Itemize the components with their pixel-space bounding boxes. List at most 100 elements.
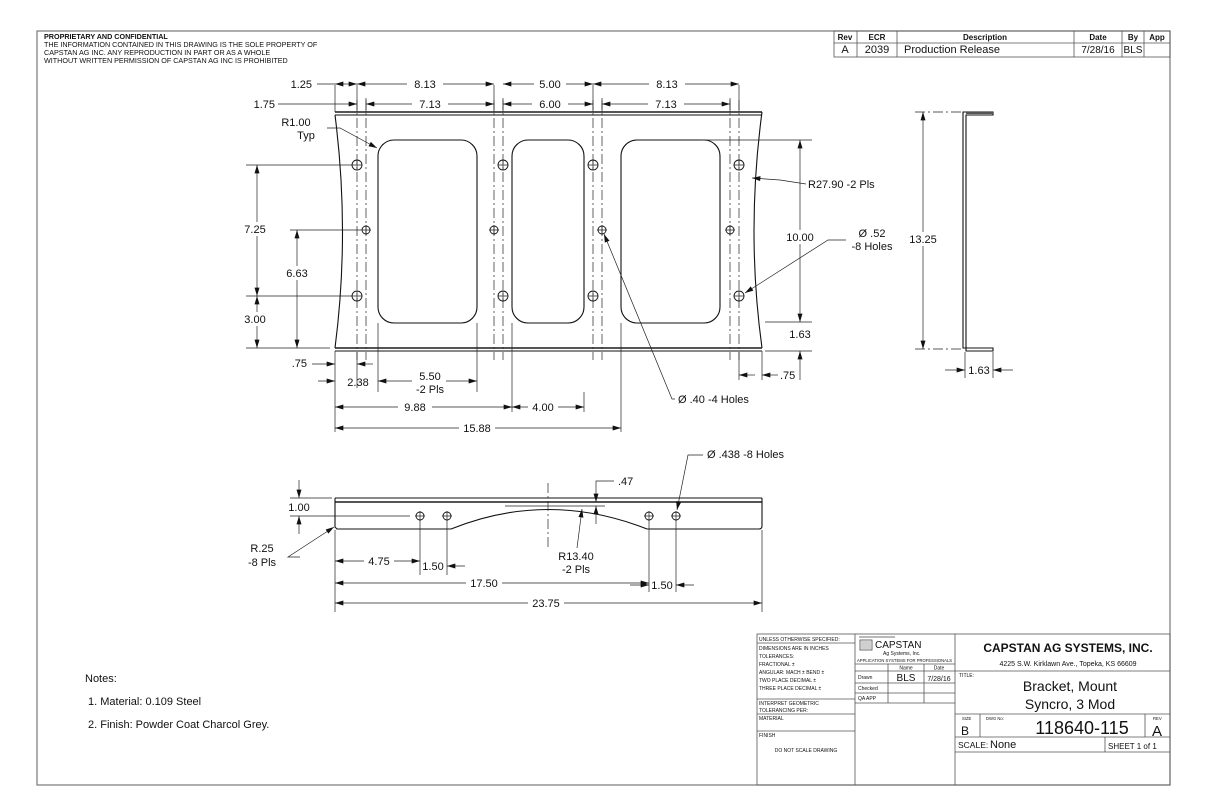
arc-radius-label: R13.40 (558, 551, 593, 563)
dim-0-47: .47 (618, 476, 633, 488)
drawing-title-line1: Bracket, Mount (1023, 678, 1117, 694)
hole-large (587, 159, 599, 171)
sheet-number: SHEET 1 of 1 (1108, 742, 1157, 751)
geometric-line: TOLERANCING PER: (759, 708, 808, 714)
dim-5-00: 5.00 (539, 79, 560, 91)
date-header: Date (1089, 33, 1107, 42)
dim-0-75-right: .75 (780, 370, 795, 382)
dim-6-00: 6.00 (539, 99, 560, 111)
dim-6-63: 6.63 (286, 268, 307, 280)
tolerance-line: ANGULAR: MACH ± BEND ± (759, 670, 824, 676)
proprietary-line: WITHOUT WRITTEN PERMISSION OF CAPSTAN AG… (44, 56, 288, 65)
hole-bottom (671, 511, 681, 521)
bottom-hole-label: Ø .438 -8 Holes (707, 449, 785, 461)
material-label: MATERIAL (759, 716, 784, 722)
proprietary-line: THE INFORMATION CONTAINED IN THIS DRAWIN… (44, 40, 318, 49)
right-dimensions: 10.00 1.63 R27.90 -2 Pls Ø .52 -8 Holes (700, 139, 893, 380)
drawing-title-line2: Syncro, 3 Mod (1025, 696, 1115, 712)
tolerance-line: TOLERANCES: (759, 654, 794, 660)
right-radius-label: R27.90 -2 Pls (808, 179, 875, 191)
geometric-line: INTERPRET GEOMETRIC (759, 701, 819, 707)
dim-3-00: 3.00 (244, 314, 265, 326)
signoff-name-header: Name (899, 666, 913, 672)
rev-cell: A (841, 44, 849, 56)
hole-large (587, 290, 599, 302)
left-dimensions: 7.25 6.63 3.00 (240, 164, 361, 349)
cutout-width-label: 5.50 (419, 371, 440, 383)
by-cell: BLS (1124, 45, 1143, 56)
dim-8-13: 8.13 (656, 79, 677, 91)
dim-1-50-left: 1.50 (422, 561, 443, 573)
ecr-cell: 2039 (865, 44, 889, 56)
dim-1-50-right: 1.50 (651, 580, 672, 592)
bottom-view: 1.00 R.25 -8 Pls .47 Ø .438 -8 Holes R13… (248, 449, 785, 612)
revision-table: Rev ECR Description Date By App A 2039 P… (833, 30, 1171, 58)
notes-heading: Notes: (85, 673, 117, 685)
capstan-logo: CAPSTAN Ag Systems, Inc. APPLICATION SYS… (857, 636, 952, 663)
scale-value: None (990, 739, 1016, 751)
hole-small (361, 225, 371, 235)
company-name: CAPSTAN AG SYSTEMS, INC. (983, 641, 1152, 655)
hole-large (733, 159, 745, 171)
revision-row: A 2039 Production Release 7/28/16 BLS (841, 44, 1142, 56)
company-address: 4225 S.W. Kirklawn Ave., Topeka, KS 6660… (999, 661, 1136, 668)
ecr-header: ECR (869, 33, 886, 42)
proprietary-notice: PROPRIETARY AND CONFIDENTIAL THE INFORMA… (44, 32, 318, 65)
cutout-width-count: -2 Pls (416, 384, 445, 396)
fillet-label: R.25 (250, 543, 273, 555)
hole-bottom (644, 511, 654, 521)
app-header: App (1149, 33, 1165, 42)
hole-large (351, 290, 363, 302)
notes: Notes: 1. Material: 0.109 Steel 2. Finis… (85, 673, 269, 731)
dim-1-00: 1.00 (288, 502, 309, 514)
title-label: TITLE: (959, 673, 974, 679)
dim-7-25: 7.25 (244, 224, 265, 236)
hole-large (497, 159, 509, 171)
tolerance-line: TWO PLACE DECIMAL ± (759, 678, 816, 684)
dim-side-1-63: 1.63 (968, 365, 989, 377)
size-label: SIZE (962, 716, 972, 721)
dim-4-75: 4.75 (368, 556, 389, 568)
scale-label: SCALE: (958, 740, 988, 750)
rev-header: Rev (838, 33, 853, 42)
dim-0-75-left: .75 (292, 358, 307, 370)
hole-bottom (415, 511, 425, 521)
proprietary-line: CAPSTAN AG INC. ANY REPRODUCTION IN PART… (44, 48, 270, 57)
arc-radius-count: -2 Pls (562, 564, 591, 576)
dwg-label: DWG No: (986, 716, 1004, 721)
right-curved-edge (753, 111, 763, 349)
dim-1-63: 1.63 (789, 329, 810, 341)
dim-10-00: 10.00 (786, 232, 814, 244)
note-item: 1. Material: 0.109 Steel (88, 696, 201, 708)
dim-7-13: 7.13 (419, 99, 440, 111)
front-view: 1.25 8.13 5.00 8.13 1.75 7.13 6.00 7.13 (240, 78, 893, 435)
cutout-right (620, 139, 721, 324)
dim-4-00: 4.00 (532, 402, 553, 414)
hole-large (351, 159, 363, 171)
cutout-center (511, 139, 585, 324)
dim-8-13: 8.13 (414, 79, 435, 91)
proprietary-heading: PROPRIETARY AND CONFIDENTIAL (44, 32, 168, 41)
radius-label: R1.00 (281, 117, 310, 129)
signoff-date-header: Date (934, 666, 945, 672)
signoff-row-checked: Checked (858, 686, 878, 692)
no-scale-note: DO NOT SCALE DRAWING (775, 748, 838, 754)
dim-1-25: 1.25 (291, 79, 312, 91)
sheet-border (36, 30, 1171, 786)
dim-17-50: 17.50 (470, 578, 498, 590)
large-hole-count: -8 Holes (852, 241, 893, 253)
hole-small (489, 225, 499, 235)
dim-1-75: 1.75 (254, 99, 275, 111)
note-item: 2. Finish: Powder Coat Charcol Grey. (88, 719, 269, 731)
tolerance-line: THREE PLACE DECIMAL ± (759, 686, 822, 692)
dim-23-75: 23.75 (532, 598, 560, 610)
signoff-date: 7/28/16 (927, 676, 950, 683)
left-curved-edge (334, 114, 344, 349)
signoff-label: Checked (858, 686, 878, 692)
tolerance-line: FRACTIONAL ± (759, 662, 795, 668)
hole-large (497, 290, 509, 302)
front-holes (351, 159, 745, 302)
bottom-dimensions: .75 2.38 5.50 -2 Pls 9.88 4.00 15.88 .75… (292, 233, 795, 435)
description-cell: Production Release (904, 44, 1000, 56)
large-hole-label: Ø .52 (859, 228, 886, 240)
